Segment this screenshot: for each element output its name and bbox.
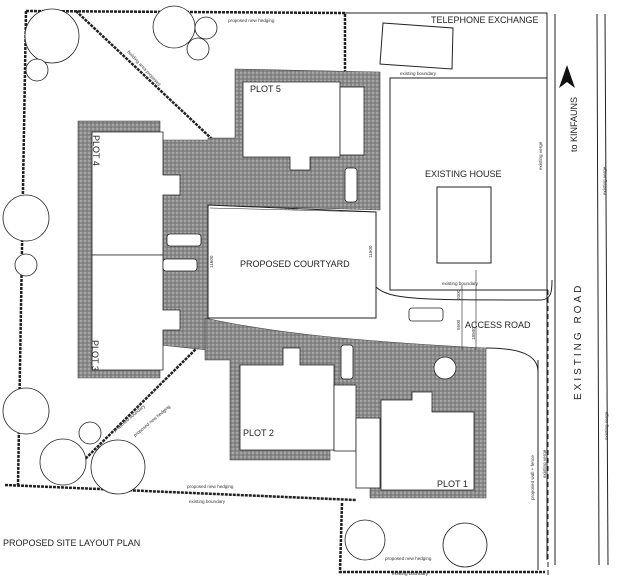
dimension-lines (461, 270, 477, 350)
proposed-courtyard (207, 204, 377, 319)
plot-4-label: PLOT 4 (91, 135, 101, 166)
dim-courtyard-width: 21500 (285, 206, 298, 211)
verge-label-lower: existing verge (604, 411, 609, 440)
boundary-label-tel: existing boundary (400, 71, 437, 76)
access-road-label: ACCESS ROAD (465, 320, 531, 330)
building-area-label: building area proposed (126, 49, 162, 87)
boundary-label-house: existing boundary (442, 281, 479, 286)
dim-access-b: 5500 (456, 319, 461, 330)
plot-5-label: PLOT 5 (250, 84, 281, 94)
drawing-title: PROPOSED SITE LAYOUT PLAN (3, 538, 140, 548)
dim-access-c: 18500 (471, 327, 476, 340)
telephone-exchange-building (379, 22, 454, 70)
courtyard-label: PROPOSED COURTYARD (240, 259, 350, 269)
direction-label: to KINFAUNS (569, 97, 579, 152)
dim-access-a: 2000 (456, 289, 461, 300)
dim-courtyard-right: 11500 (368, 245, 373, 258)
plot-1-label: PLOT 1 (437, 479, 468, 489)
boundary-label-south: existing boundary (392, 571, 429, 576)
verge-label-left: existing verge (538, 141, 543, 170)
trees (2, 5, 488, 568)
plot-3-label: PLOT 3 (90, 340, 100, 371)
verge-label-right: existing verge (602, 166, 607, 195)
existing-house-label: EXISTING HOUSE (425, 169, 502, 179)
wall-fence-label: proposed wall + fence (530, 455, 535, 500)
hedging-label-top: proposed new hedging (228, 18, 275, 23)
plot-2-label: PLOT 2 (243, 428, 274, 438)
cars (162, 167, 444, 380)
hedging-label-south: proposed new hedging (385, 556, 432, 561)
existing-road-label: EXISTING ROAD (573, 283, 584, 400)
plot-buildings (91, 81, 475, 491)
telephone-exchange-label: TELEPHONE EXCHANGE (431, 15, 539, 25)
north-arrow-icon (559, 65, 575, 88)
existing-house (436, 186, 492, 264)
hedging-label-bottom: proposed new hedging (187, 484, 234, 489)
site-boundary-thin (345, 12, 609, 575)
verge-label-access: existing verge (542, 449, 547, 478)
dim-courtyard-left: 11600 (209, 255, 214, 268)
boundary-label-bottom: existing boundary (189, 499, 226, 504)
